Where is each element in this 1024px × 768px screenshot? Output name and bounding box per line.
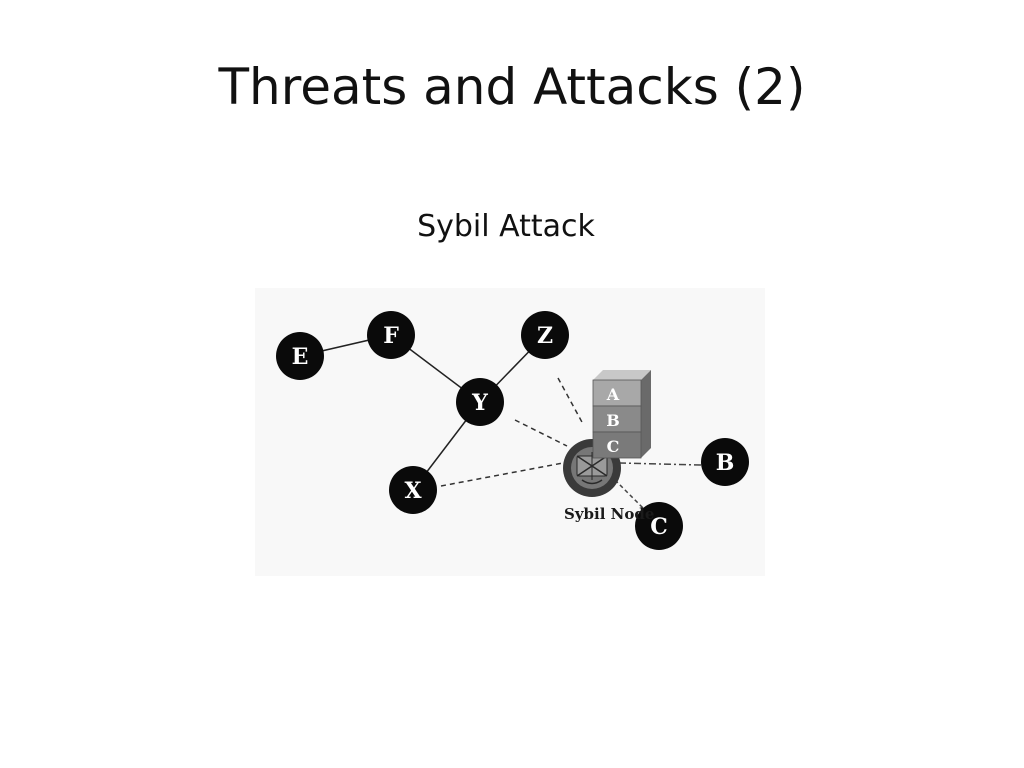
identity-block-b-label: B xyxy=(606,411,620,430)
slide-title: Threats and Attacks (2) xyxy=(218,58,806,116)
sybil-attack-diagram: E F Z Y X B C Sybil Node A xyxy=(255,288,765,576)
node-c-label: C xyxy=(650,514,668,540)
node-x-label: X xyxy=(404,478,422,504)
node-e xyxy=(276,332,324,380)
node-b xyxy=(701,438,749,486)
identity-block-c-label: C xyxy=(607,437,620,456)
edge-y-sybil xyxy=(514,419,568,447)
identity-block-a xyxy=(592,379,642,407)
node-y xyxy=(456,378,504,426)
sybil-node-caption: Sybil Node xyxy=(564,505,654,523)
slide-subtitle: Sybil Attack xyxy=(417,209,595,244)
identity-stack-side-face xyxy=(641,370,651,458)
node-b-label: B xyxy=(716,450,735,476)
edge-x-sybil xyxy=(440,462,564,487)
node-f-label: F xyxy=(383,323,399,349)
node-z xyxy=(521,311,569,359)
identity-stack-top-face xyxy=(593,370,651,380)
identity-block-a-label: A xyxy=(606,385,620,404)
diagram-canvas: E F Z Y X B C Sybil Node A xyxy=(255,288,765,576)
node-c xyxy=(635,502,683,550)
sybil-identity-stack: A B C xyxy=(592,370,651,459)
node-z-label: Z xyxy=(537,323,553,349)
identity-block-b xyxy=(592,405,642,433)
node-y-label: Y xyxy=(471,390,488,416)
node-x xyxy=(389,466,437,514)
sybil-node-icon xyxy=(576,452,608,485)
edge-sybil-b xyxy=(618,462,702,466)
identity-block-c xyxy=(592,431,642,459)
node-e-label: E xyxy=(292,344,309,370)
node-f xyxy=(367,311,415,359)
diagram-background xyxy=(255,288,765,576)
